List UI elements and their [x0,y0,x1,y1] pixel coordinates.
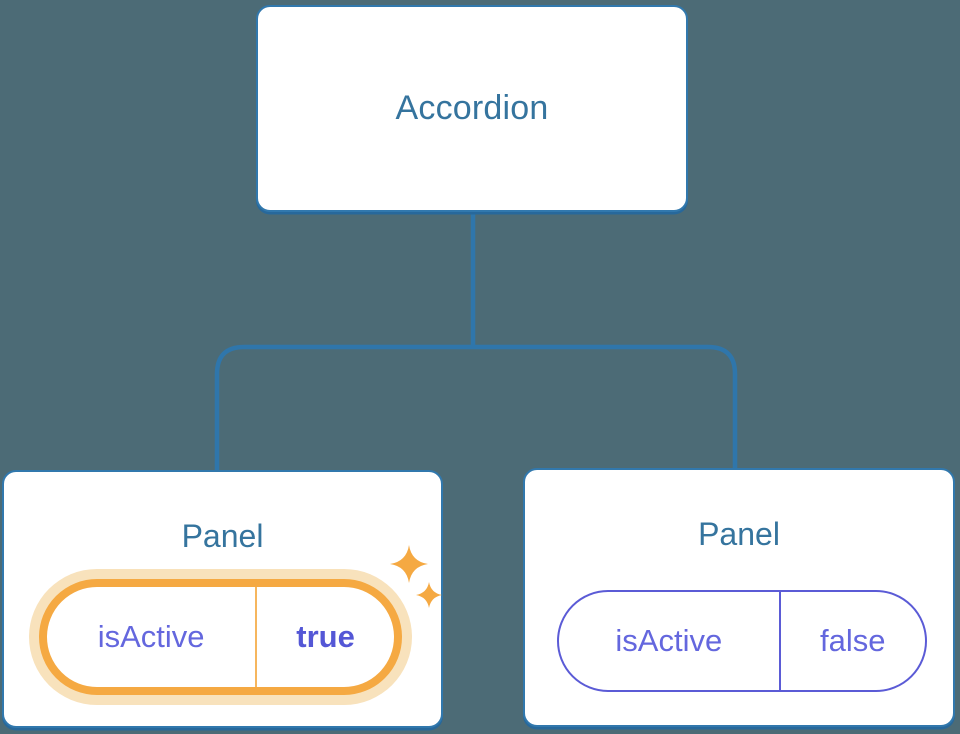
state-value-label: false [820,623,886,658]
connector-branch [214,344,738,471]
state-pill-active: isActive true [39,579,402,695]
state-value-label: true [296,619,355,654]
panel-node-active: Panel isActive true [2,470,443,728]
state-key-label: isActive [97,619,205,654]
pill-divider [255,587,258,687]
state-pill-inactive: isActive false [557,590,927,692]
sparkles-icon [390,545,442,608]
accordion-label: Accordion [395,88,549,127]
panel-node-inactive: Panel isActive false [523,468,955,727]
pill-divider [778,592,781,690]
accordion-node: Accordion [256,5,688,212]
panel-title: Panel [698,516,780,552]
state-key-label: isActive [615,623,723,658]
panel-title: Panel [181,518,264,554]
